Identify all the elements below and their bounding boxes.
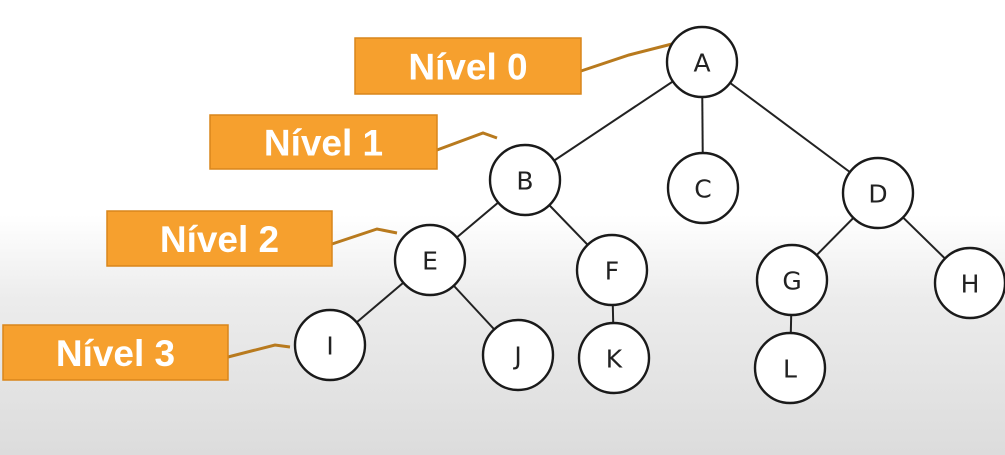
node-A: A — [665, 25, 739, 99]
node-circle — [665, 25, 739, 99]
nodes-layer: A B C D E F G H I J K L — [293, 25, 1005, 405]
node-circle — [481, 318, 555, 392]
node-circle — [393, 223, 467, 297]
node-label: H — [961, 270, 980, 299]
node-label: G — [782, 267, 801, 296]
node-label: L — [783, 355, 797, 384]
level-badge-box — [2, 324, 229, 381]
node-circle — [841, 156, 915, 230]
node-circle — [755, 243, 829, 317]
node-K: K — [577, 321, 651, 395]
node-label: A — [693, 49, 710, 78]
node-E: E — [393, 223, 467, 297]
level-badge-label: Nível 3 — [56, 333, 175, 374]
node-I: I — [293, 308, 367, 382]
node-H: H — [933, 246, 1005, 320]
node-label: C — [694, 175, 711, 204]
node-D: D — [841, 156, 915, 230]
level-badge-box — [106, 210, 333, 267]
node-circle — [293, 308, 367, 382]
node-circle — [488, 143, 562, 217]
node-circle — [575, 233, 649, 307]
node-label: J — [512, 342, 521, 371]
node-label: I — [326, 332, 333, 361]
node-B: B — [488, 143, 562, 217]
node-label: F — [605, 257, 619, 286]
node-label: E — [422, 247, 438, 276]
level-leader-line-2 — [331, 227, 398, 246]
node-circle — [666, 151, 740, 225]
node-F: F — [575, 233, 649, 307]
node-circle — [933, 246, 1005, 320]
node-label: K — [606, 345, 623, 374]
level-badge-label: Nível 1 — [264, 123, 383, 164]
node-label: B — [516, 167, 533, 196]
level-badge-3: Nível 3 — [2, 324, 229, 381]
level-leader-line-1 — [436, 131, 498, 152]
node-circle — [577, 321, 651, 395]
level-badge-box — [354, 37, 582, 95]
edge-A-D — [701, 61, 879, 194]
node-J: J — [481, 318, 555, 392]
level-leader-line-3 — [227, 343, 291, 359]
node-G: G — [755, 243, 829, 317]
node-L: L — [753, 331, 827, 405]
leaders-layer — [227, 42, 673, 359]
level-badge-label: Nível 0 — [408, 47, 527, 88]
node-C: C — [666, 151, 740, 225]
level-badge-0: Nível 0 — [354, 37, 582, 95]
node-circle — [753, 331, 827, 405]
node-label: D — [868, 180, 887, 209]
levels-layer: Nível 0 Nível 1 Nível 2 Nível 3 — [2, 37, 582, 381]
level-leader-line-0 — [580, 42, 673, 73]
level-badge-2: Nível 2 — [106, 210, 333, 267]
level-badge-box — [209, 114, 438, 170]
level-badge-label: Nível 2 — [160, 219, 279, 260]
level-badge-1: Nível 1 — [209, 114, 438, 170]
